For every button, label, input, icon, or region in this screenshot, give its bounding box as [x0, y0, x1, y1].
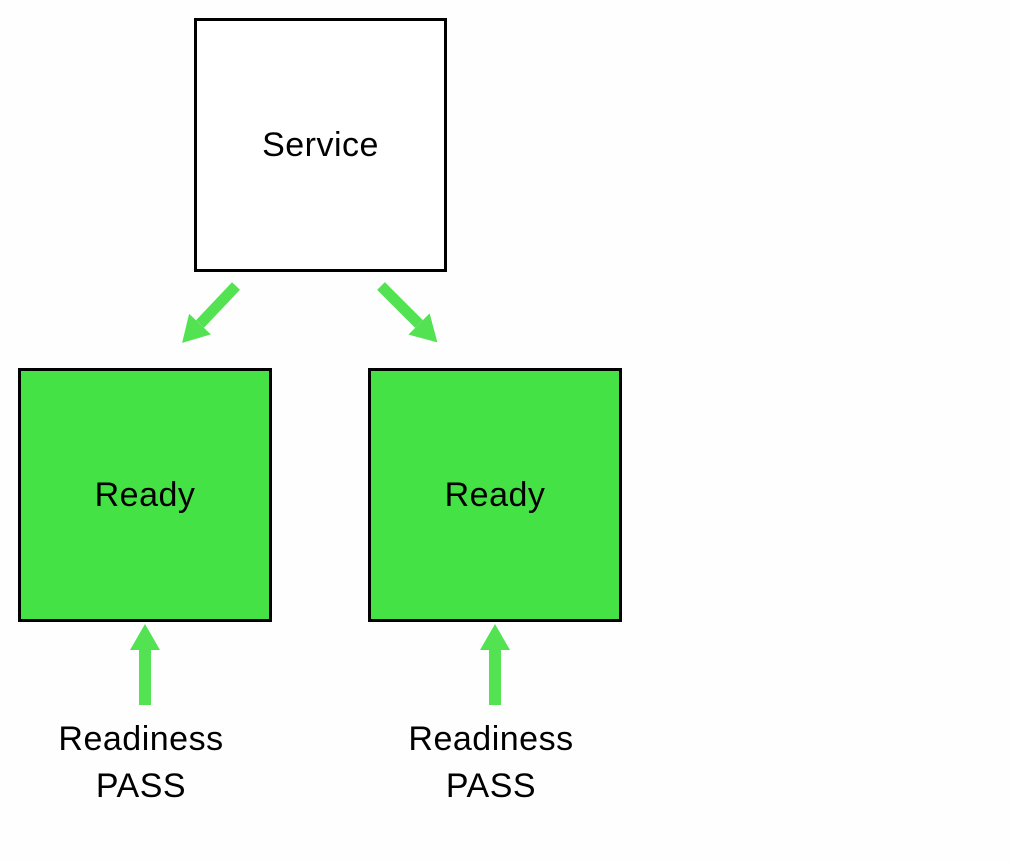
pod-ready-right-label: Ready	[444, 475, 546, 514]
readiness-caption-right: Readiness PASS	[364, 716, 618, 810]
readiness-caption-right-line1: Readiness	[408, 720, 574, 758]
readiness-caption-left: Readiness PASS	[14, 716, 268, 810]
pod-ready-left: Ready	[18, 368, 272, 622]
arrow-service-to-left-pod-icon	[182, 282, 240, 343]
service-node: Service	[194, 18, 447, 272]
arrow-service-to-right-pod-icon	[377, 282, 438, 343]
readiness-caption-right-line2: PASS	[445, 767, 537, 805]
readiness-caption-left-line2: PASS	[95, 767, 187, 805]
pod-ready-right: Ready	[368, 368, 622, 622]
readiness-caption-left-line1: Readiness	[58, 720, 224, 758]
pod-ready-left-label: Ready	[94, 475, 196, 514]
service-node-label: Service	[262, 125, 379, 164]
